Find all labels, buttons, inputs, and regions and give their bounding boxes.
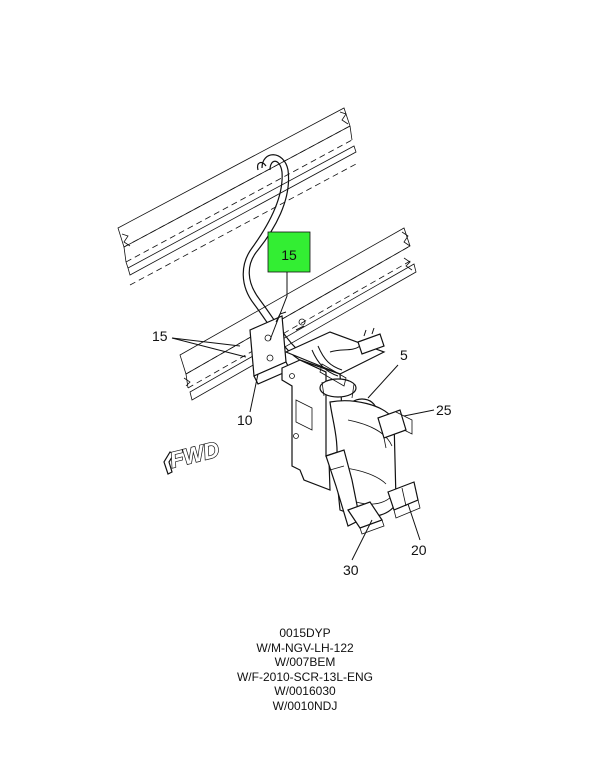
code-line: 0015DYP	[279, 626, 331, 640]
callout-15-highlighted[interactable]: 15	[281, 247, 297, 263]
callout-25: 25	[436, 402, 452, 418]
tank-assembly	[281, 327, 421, 535]
forward-direction-indicator: FWD	[163, 436, 223, 475]
upper-frame-rail	[117, 107, 357, 286]
callout-20: 20	[411, 542, 427, 558]
forward-arrow-icon	[163, 451, 175, 475]
leader-lines	[171, 272, 435, 561]
highlight-callout-box[interactable]	[267, 231, 311, 273]
lower-frame-rail	[179, 227, 417, 401]
mounting-bracket	[249, 311, 306, 385]
code-line: W/0010NDJ	[272, 698, 338, 713]
callout-30: 30	[343, 562, 359, 578]
configuration-codes: 0015DYP W/M-NGV-LH-122 W/007BEM W/F-2010…	[0, 626, 610, 714]
code-line: W/M-NGV-LH-122	[256, 640, 354, 655]
fwd-label: FWD	[167, 436, 222, 472]
hose-loop	[242, 154, 335, 373]
code-line: W/F-2010-SCR-13L-ENG	[236, 669, 374, 684]
callout-5: 5	[400, 347, 408, 363]
callout-15: 15	[152, 328, 168, 344]
callout-10: 10	[237, 412, 253, 428]
code-line: W/007BEM	[274, 655, 336, 670]
code-line: W/0016030	[274, 684, 336, 699]
